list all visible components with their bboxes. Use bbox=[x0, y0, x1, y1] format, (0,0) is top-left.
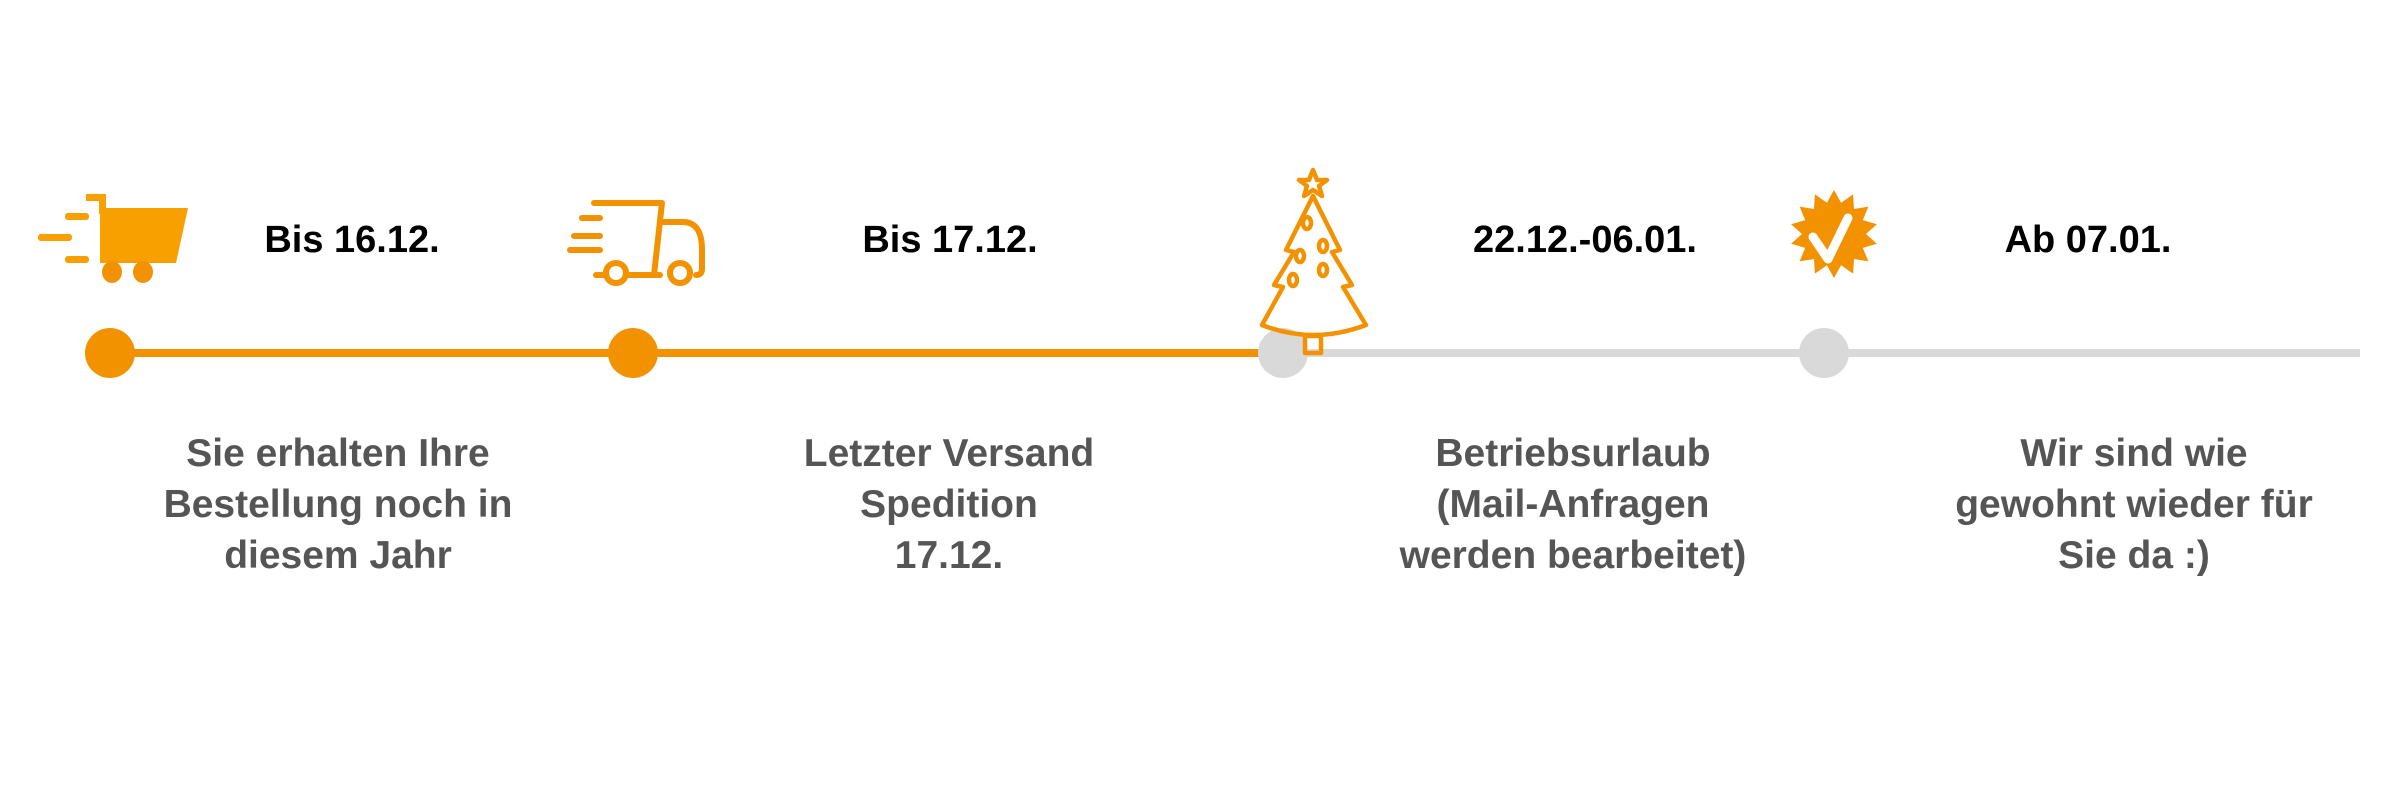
step-2-description: Letzter Versand Spedition 17.12. bbox=[709, 428, 1189, 581]
step-3-description: Betriebsurlaub (Mail-Anfragen werden bea… bbox=[1333, 428, 1813, 581]
description-line: Bestellung noch in bbox=[163, 483, 513, 526]
description-line: werden bearbeitet) bbox=[1399, 534, 1747, 577]
shopping-cart-icon bbox=[38, 194, 188, 283]
description-line: (Mail-Anfragen bbox=[1436, 483, 1710, 526]
timeline-node-4 bbox=[1799, 328, 1849, 378]
description-line: Letzter Versand bbox=[803, 432, 1095, 475]
step-1-description: Sie erhalten Ihre Bestellung noch in die… bbox=[98, 428, 578, 581]
description-line: 17.12. bbox=[894, 534, 1004, 577]
christmas-tree-icon bbox=[1259, 167, 1369, 356]
verified-badge-icon bbox=[1791, 190, 1877, 278]
description-line: Sie da :) bbox=[2058, 534, 2210, 577]
timeline-node-2 bbox=[608, 328, 658, 378]
description-line: Sie erhalten Ihre bbox=[186, 432, 490, 475]
step-1-date: Bis 16.12. bbox=[264, 219, 440, 261]
step-4-date: Ab 07.01. bbox=[2004, 219, 2172, 261]
timeline-node-1 bbox=[85, 328, 135, 378]
step-3-date: 22.12.-06.01. bbox=[1473, 219, 1697, 261]
step-4-description: Wir sind wie gewohnt wieder für Sie da :… bbox=[1894, 428, 2374, 581]
delivery-truck-icon bbox=[567, 200, 705, 286]
step-2-date: Bis 17.12. bbox=[862, 219, 1038, 261]
description-line: diesem Jahr bbox=[224, 534, 452, 577]
description-line: Wir sind wie bbox=[2020, 432, 2248, 475]
description-line: Betriebsurlaub bbox=[1435, 432, 1711, 475]
description-line: gewohnt wieder für bbox=[1955, 483, 2313, 526]
timeline-node-3 bbox=[1258, 328, 1308, 378]
description-line: Spedition bbox=[860, 483, 1038, 526]
